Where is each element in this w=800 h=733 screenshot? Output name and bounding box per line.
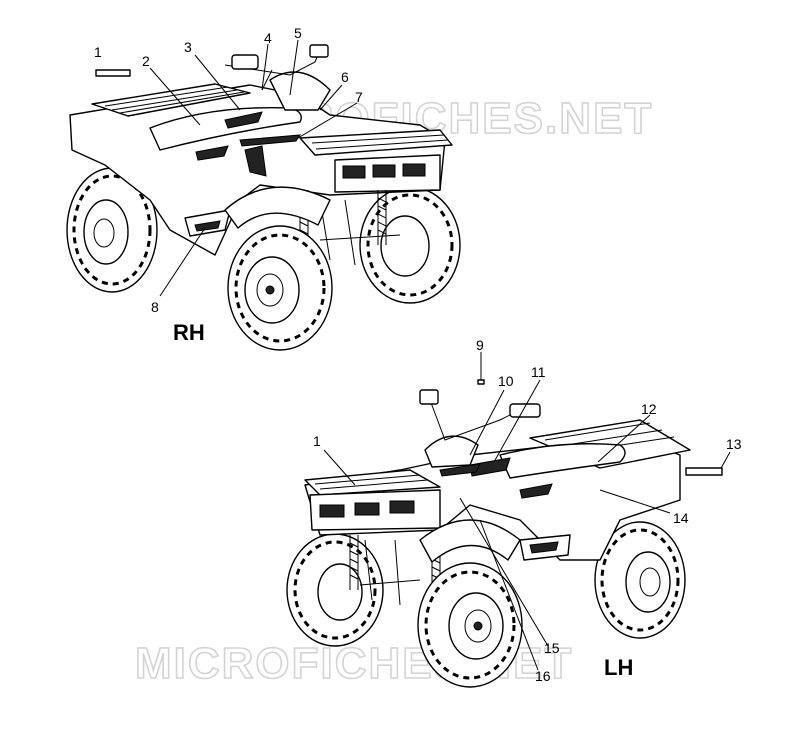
lh-rear-wheel xyxy=(594,521,686,639)
rh-rear-rack-bars xyxy=(104,86,245,114)
callout-6: 6 xyxy=(341,69,349,85)
callout-14: 14 xyxy=(673,510,689,526)
view-label-lh: LH xyxy=(604,655,633,680)
callout-5: 5 xyxy=(294,25,302,41)
decal-9-swatch xyxy=(477,379,485,385)
callout-15: 15 xyxy=(544,640,560,656)
callout-2: 2 xyxy=(142,53,150,69)
lh-leader-lines xyxy=(323,352,731,671)
view-label-rh: RH xyxy=(173,320,205,345)
callout-12: 12 xyxy=(641,401,657,417)
lh-front-far-wheel xyxy=(286,533,384,647)
callout-1-rh: 1 xyxy=(94,44,102,60)
rh-rear-wheel xyxy=(66,167,158,293)
callout-9: 9 xyxy=(476,337,484,353)
rh-front-far-wheel xyxy=(359,186,461,304)
callout-1-lh: 1 xyxy=(313,433,321,449)
decal-1-rh-swatch xyxy=(95,69,131,77)
atv-right-side-view xyxy=(66,44,461,351)
callout-11: 11 xyxy=(531,364,546,380)
decal-13-swatch xyxy=(685,467,723,476)
callout-3: 3 xyxy=(184,39,192,55)
callout-13: 13 xyxy=(726,436,742,452)
atv-left-side-view xyxy=(286,389,691,688)
callout-16: 16 xyxy=(535,668,551,684)
lh-front-near-wheel xyxy=(417,562,523,688)
rh-front-near-wheel xyxy=(227,225,333,351)
callout-7: 7 xyxy=(355,89,363,105)
callout-10: 10 xyxy=(498,373,514,389)
callout-4: 4 xyxy=(264,30,272,46)
callout-8: 8 xyxy=(151,299,159,315)
